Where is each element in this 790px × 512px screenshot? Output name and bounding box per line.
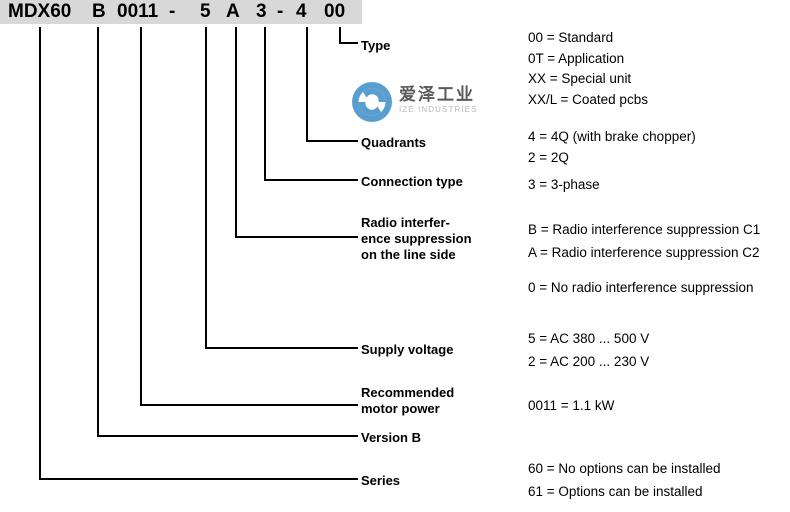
legend-type-standard: 00 = Standard [528, 30, 614, 45]
label-type-line: Type [361, 38, 391, 53]
connector-rfi [235, 27, 358, 238]
ize-industries-watermark: 爱泽工业 IZE INDUSTRIES [352, 82, 482, 124]
label-version: Version B [361, 430, 421, 446]
legend-voltage-2: 2 = AC 200 ... 230 V [528, 354, 650, 369]
label-radio-interference: Radio interfer- ence suppression on the … [361, 215, 472, 263]
ize-logo-icon [352, 82, 392, 122]
legend-rfi-none: 0 = No radio interference suppression [528, 277, 754, 298]
connector-motor-power [140, 27, 358, 406]
connector-type [339, 27, 358, 44]
connector-version [97, 27, 358, 437]
label-motor-power: Recommended motor power [361, 385, 454, 417]
legend-motor-power: 0011 = 1.1 kW [528, 395, 614, 416]
watermark-cn-text: 爱泽工业 [399, 85, 475, 104]
label-rfi-line-3: on the line side [361, 247, 456, 262]
code-segment-type: 00 [324, 1, 346, 22]
legend-series-61: 61 = Options can be installed [528, 484, 703, 499]
legend-type: 00 = Standard 0T = Application XX = Spec… [528, 28, 648, 110]
legend-rfi-0: 0 = No radio interference suppression [528, 280, 754, 295]
label-version-line: Version B [361, 430, 421, 445]
type-code-bar: MDX60 B 0011 - 5 A 3 - 4 00 [0, 0, 362, 24]
legend-type-coated: XX/L = Coated pcbs [528, 91, 648, 107]
code-segment-connection: 3 [256, 1, 267, 22]
legend-type-special: XX = Special unit [528, 71, 632, 86]
label-supply-voltage: Supply voltage [361, 342, 453, 358]
legend-rfi-a: A = Radio interference suppression C2 [528, 245, 760, 260]
label-connection-type-line: Connection type [361, 174, 463, 189]
legend-voltage-5: 5 = AC 380 ... 500 V [528, 331, 650, 346]
watermark-en-text: IZE INDUSTRIES [399, 105, 478, 114]
label-quadrants: Quadrants [361, 135, 426, 151]
legend-connection-3phase: 3 = 3-phase [528, 177, 600, 192]
legend-power-0011: 0011 = 1.1 kW [528, 398, 615, 413]
label-rfi-line-2: ence suppression [361, 231, 472, 246]
label-quadrants-line: Quadrants [361, 135, 427, 150]
label-motor-power-line-1: Recommended [361, 385, 455, 400]
label-series-line: Series [361, 473, 401, 488]
legend-quadrants-4q: 4 = 4Q (with brake chopper) [528, 129, 696, 144]
code-segment-voltage: 5 [200, 1, 211, 22]
legend-rfi-b: B = Radio interference suppression C1 [528, 222, 761, 237]
legend-series-60: 60 = No options can be installed [528, 461, 721, 476]
connector-connection-type [264, 27, 358, 181]
legend-rfi-ab: B = Radio interference suppression C1 A … [528, 218, 760, 264]
label-series: Series [361, 473, 400, 489]
connector-quadrants [306, 27, 358, 142]
legend-connection-type: 3 = 3-phase [528, 174, 600, 195]
code-segment-series: MDX60 [8, 1, 72, 22]
legend-quadrants: 4 = 4Q (with brake chopper) 2 = 2Q [528, 126, 696, 168]
label-rfi-line-1: Radio interfer- [361, 215, 450, 230]
code-segment-dash-2: - [277, 1, 284, 22]
code-segment-quadrants: 4 [296, 1, 307, 22]
legend-supply-voltage: 5 = AC 380 ... 500 V 2 = AC 200 ... 230 … [528, 327, 649, 373]
label-motor-power-line-2: motor power [361, 401, 440, 416]
code-segment-version: B [92, 1, 106, 22]
label-type: Type [361, 38, 390, 54]
legend-series: 60 = No options can be installed 61 = Op… [528, 457, 721, 503]
connector-supply-voltage [205, 27, 358, 349]
connector-series [39, 27, 358, 480]
label-supply-voltage-line: Supply voltage [361, 342, 454, 357]
label-connection-type: Connection type [361, 174, 463, 190]
code-segment-dash-1: - [169, 1, 176, 22]
code-segment-motor-power: 0011 [117, 1, 159, 22]
code-segment-rfi: A [226, 1, 240, 22]
legend-type-application: 0T = Application [528, 50, 625, 66]
legend-quadrants-2q: 2 = 2Q [528, 150, 569, 165]
